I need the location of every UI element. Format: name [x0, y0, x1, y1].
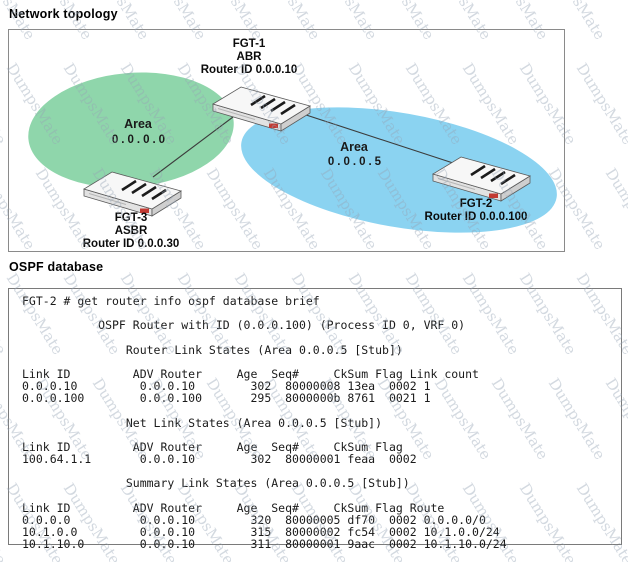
ospf-section-title: OSPF database — [9, 260, 104, 274]
area-0005-id: 0.0.0.5 — [328, 156, 384, 168]
fgt1-role: ABR — [237, 51, 263, 63]
fgt1-name: FGT-1 — [233, 38, 266, 50]
watermark-text: DumpsMate — [602, 0, 628, 43]
area-0000-ellipse — [28, 72, 234, 188]
fgt2-router-id: Router ID 0.0.0.100 — [425, 211, 528, 223]
fgt3-router-id: Router ID 0.0.0.30 — [83, 238, 180, 250]
area-0000-id: 0.0.0.0 — [112, 134, 168, 146]
ospf-console-panel: FGT-2 # get router info ospf database br… — [8, 288, 622, 550]
fgt3-role: ASBR — [115, 225, 148, 237]
fgt2-name: FGT-2 — [460, 198, 493, 210]
topology-section-title: Network topology — [9, 7, 118, 21]
fgt1-router-id: Router ID 0.0.0.10 — [201, 64, 298, 76]
area-0000-label: Area — [124, 117, 153, 131]
link-fgt1-fgt3 — [152, 116, 234, 178]
ospf-console-output: FGT-2 # get router info ospf database br… — [22, 294, 507, 552]
topology-diagram: FGT-1 ABR Router ID 0.0.0.10 Area 0.0.0.… — [28, 38, 557, 250]
watermark-text: DumpsMate — [572, 60, 628, 148]
watermark-text: DumpsMate — [601, 165, 628, 253]
area-0005-label: Area — [340, 140, 369, 154]
topology-panel: FGT-1 ABR Router ID 0.0.0.10 Area 0.0.0.… — [8, 29, 565, 252]
area-0005-ellipse — [241, 107, 557, 233]
link-fgt1-fgt2 — [296, 111, 454, 164]
fgt3-name: FGT-3 — [115, 212, 148, 224]
